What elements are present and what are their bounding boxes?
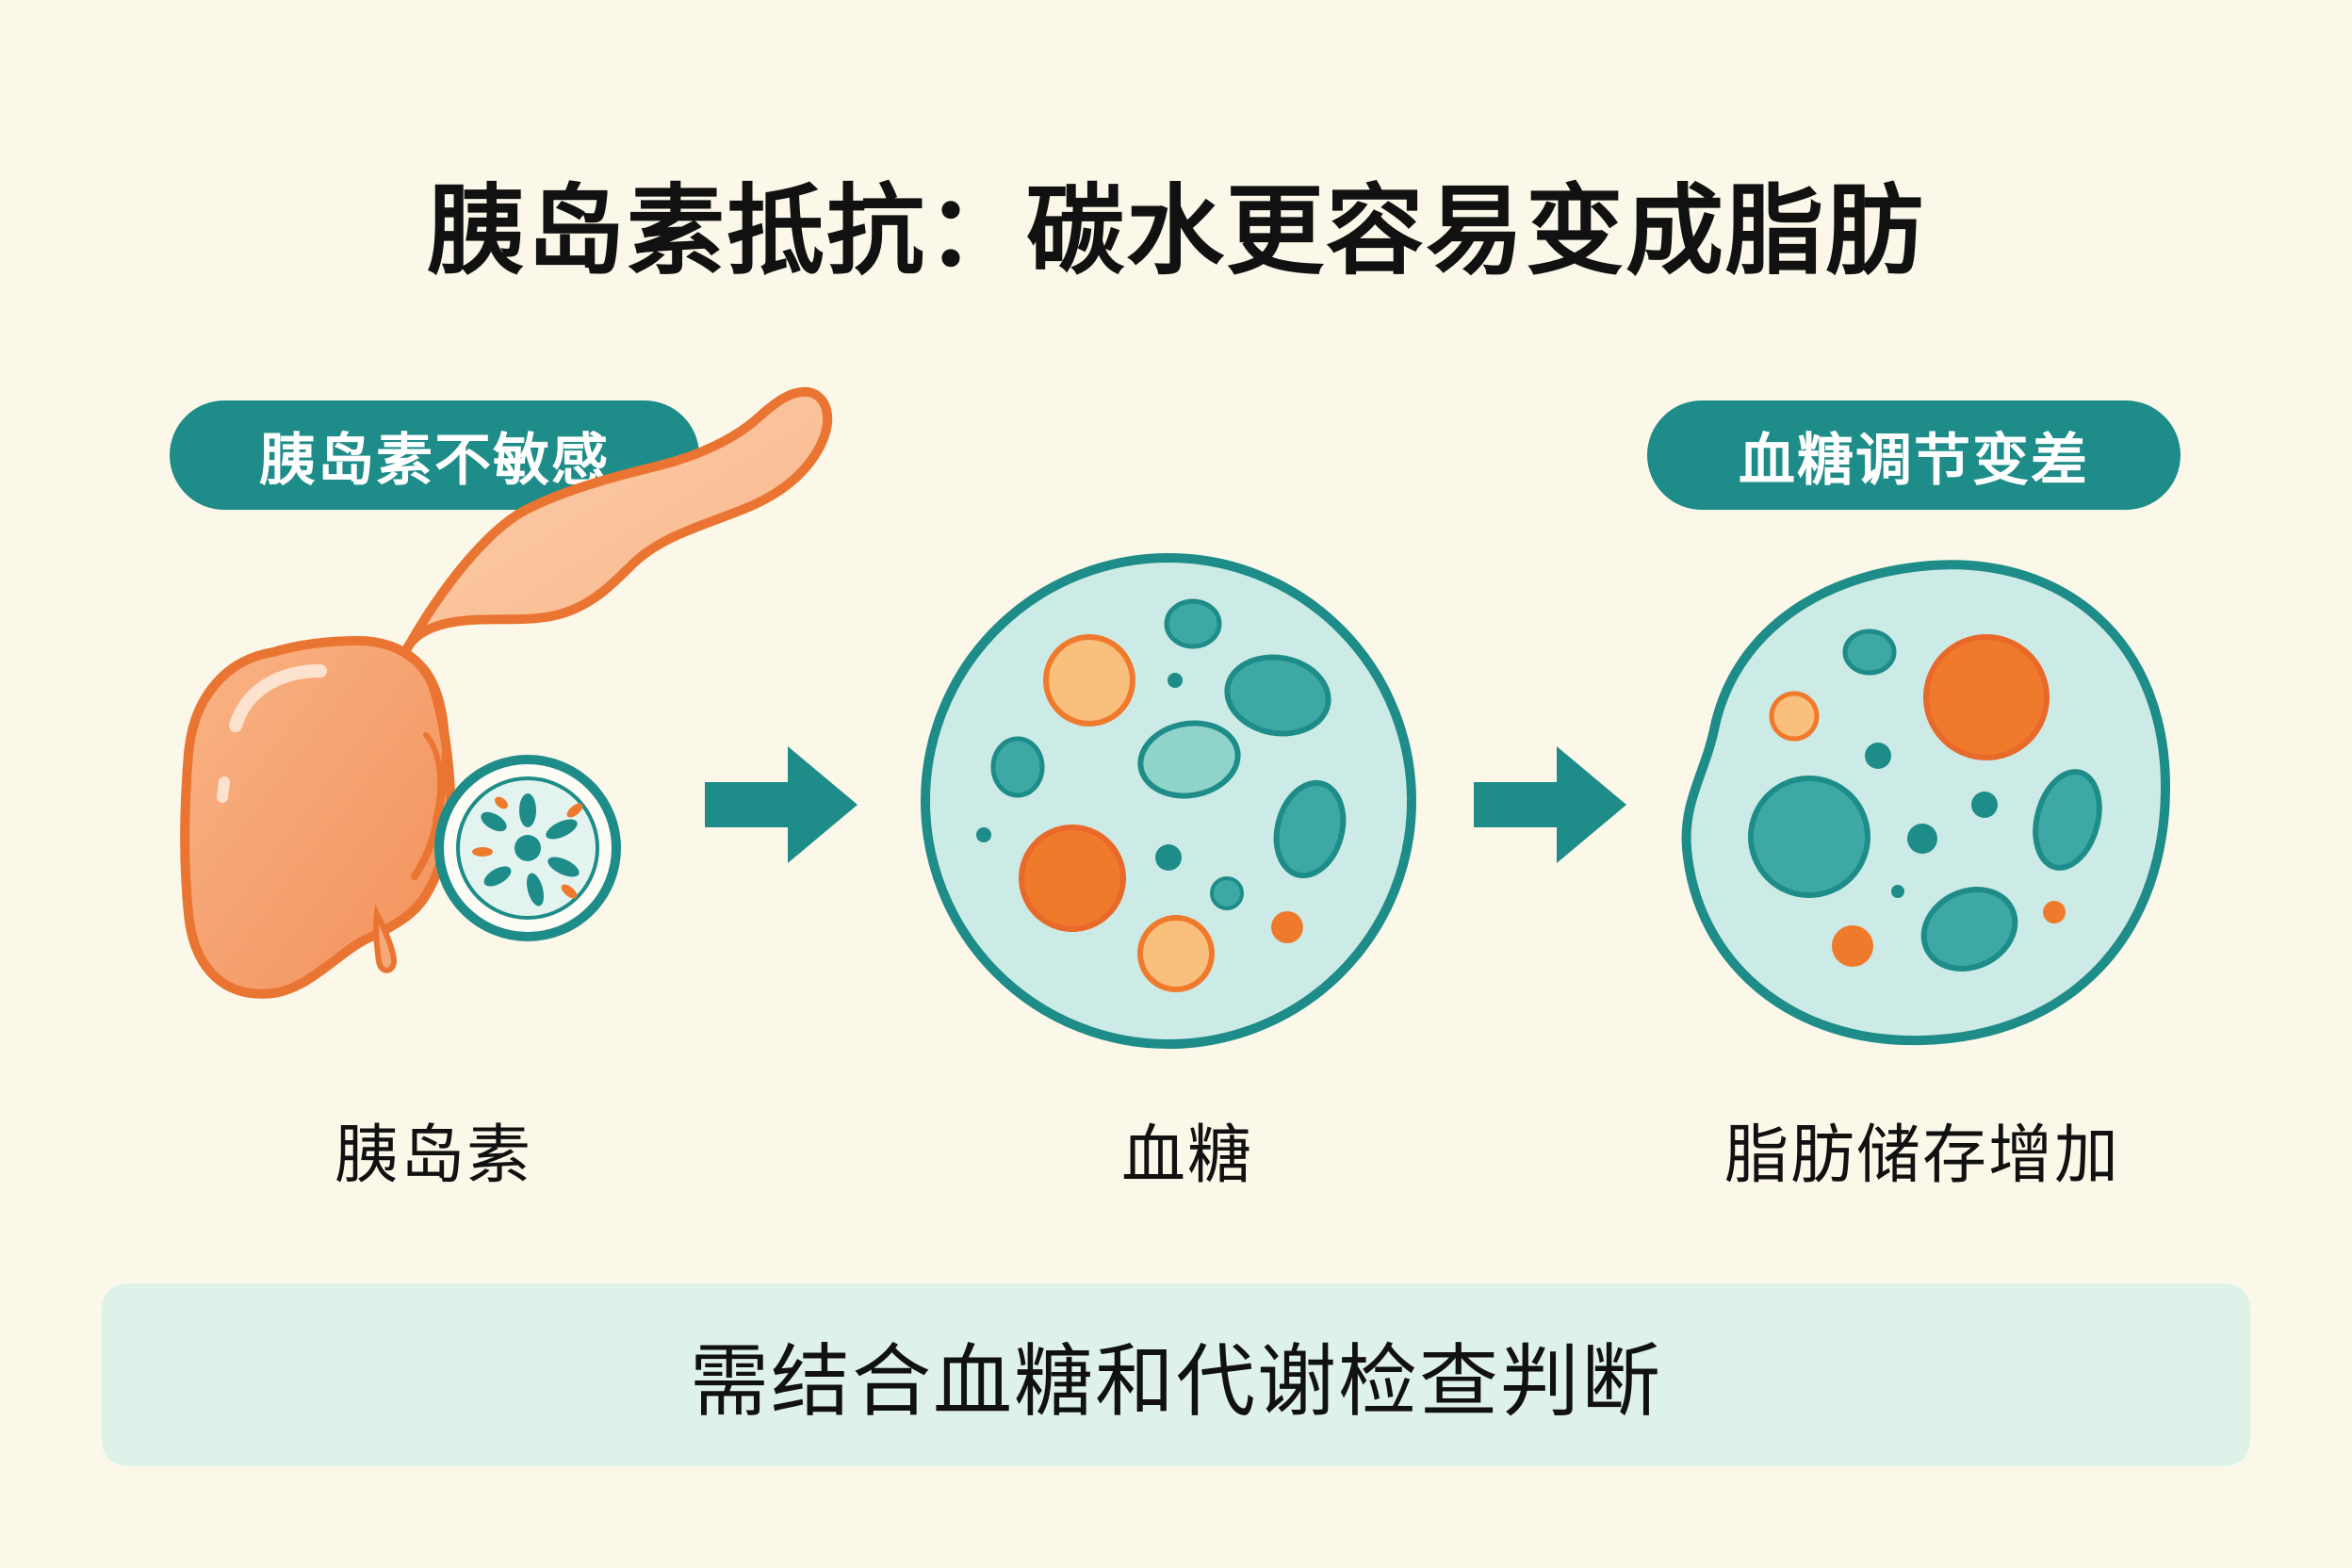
tag-blood-sugar-regulation: 血糖调节变差 — [1647, 400, 2180, 510]
label-pancreas: 胰岛素 — [334, 1119, 532, 1193]
fat-cell-icon — [1681, 560, 2171, 1046]
page-title: 胰岛素抵抗：碳水更容易变成脂肪 — [426, 173, 1925, 288]
note-box: 需结合血糖和代谢检查判断 — [102, 1283, 2250, 1466]
arrow-right-icon — [705, 746, 858, 863]
blood-cell-icon — [921, 553, 1416, 1049]
note-text: 需结合血糖和代谢检查判断 — [689, 1334, 1662, 1428]
pancreas-icon — [180, 386, 833, 999]
insulin-cell-icon — [434, 755, 621, 941]
label-blood-sugar: 血糖 — [1120, 1119, 1253, 1193]
arrow-right-icon — [1474, 746, 1626, 863]
label-fat-storage: 脂肪储存增加 — [1723, 1119, 2120, 1193]
